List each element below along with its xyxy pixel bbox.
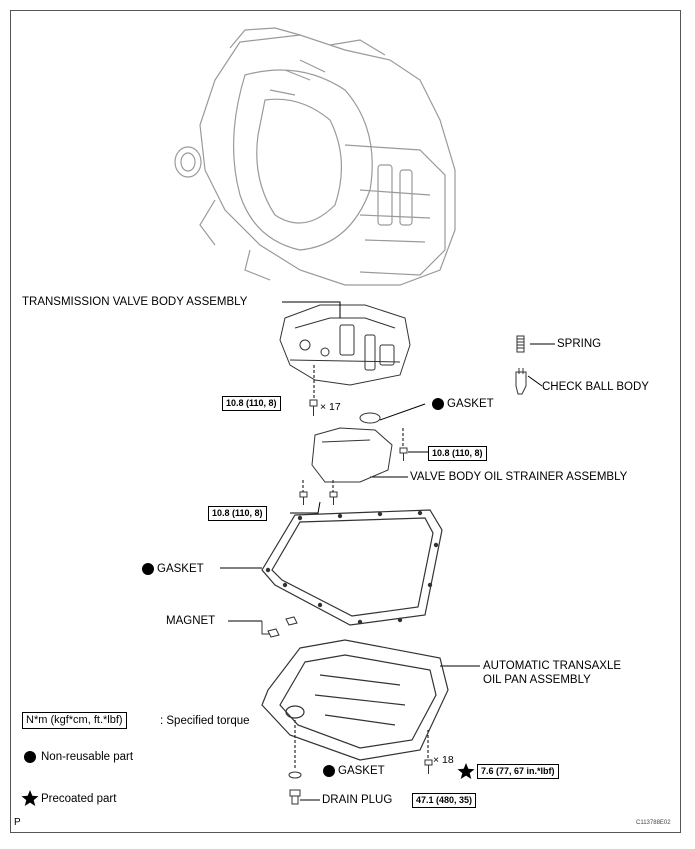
legend-torque-desc: : Specified torque	[160, 715, 250, 727]
label-valve-body: TRANSMISSION VALVE BODY ASSEMBLY	[22, 296, 248, 308]
legend-dot-icon	[24, 751, 36, 763]
qty-pan-bolts: × 18	[433, 754, 454, 766]
torque-strainer-bolt-right: 10.8 (110, 8)	[428, 446, 487, 461]
corner-letter: P	[14, 817, 21, 828]
oil-pan-shape	[261, 639, 449, 761]
torque-drain-plug: 47.1 (480, 35)	[412, 793, 477, 808]
label-check-ball: CHECK BALL BODY	[542, 381, 649, 393]
transaxle-housing	[174, 27, 456, 286]
precoat-stars	[21, 763, 475, 806]
leader-lines	[220, 301, 555, 801]
label-gasket-drain: GASKET	[338, 765, 385, 777]
legend-non-reusable: Non-reusable part	[41, 751, 134, 763]
label-drain-plug: DRAIN PLUG	[322, 794, 393, 806]
legend-torque-unit: N*m (kgf*cm, ft.*lbf)	[22, 712, 127, 729]
magnet-shapes	[261, 616, 298, 638]
non-reusable-dot-gasket-upper	[432, 398, 444, 410]
label-magnet: MAGNET	[166, 615, 216, 627]
valve-body-bolt	[309, 399, 318, 416]
non-reusable-dot-gasket-drain	[323, 765, 335, 777]
label-strainer: VALVE BODY OIL STRAINER ASSEMBLY	[410, 471, 628, 483]
non-reusable-dot-gasket-pan	[142, 563, 154, 575]
label-oil-pan-line2: OIL PAN ASSEMBLY	[483, 674, 591, 686]
check-ball-icon	[515, 368, 527, 395]
dashed-guides	[294, 365, 429, 770]
qty-valve-body-bolts: × 17	[320, 401, 341, 413]
figure-code: C113788E02	[636, 820, 671, 826]
legend-star-icon	[21, 790, 39, 806]
gasket-o-ring	[359, 412, 381, 424]
drain-parts	[288, 759, 433, 805]
spring-icon	[516, 335, 525, 353]
label-gasket-pan: GASKET	[157, 563, 204, 575]
precoat-star-pan-bolt	[457, 763, 475, 779]
label-oil-pan-line1: AUTOMATIC TRANSAXLE	[483, 660, 622, 672]
pan-gasket-shape	[261, 509, 443, 626]
label-gasket-upper: GASKET	[447, 398, 494, 410]
torque-pan-bolt: 7.6 (77, 67 in.*lbf)	[477, 764, 559, 779]
non-reusable-markers	[24, 398, 444, 777]
oil-strainer-shape	[299, 427, 408, 505]
label-spring: SPRING	[557, 338, 602, 350]
valve-body-shape	[279, 304, 411, 386]
legend-precoated: Precoated part	[41, 793, 117, 805]
torque-valve-body-bolt: 10.8 (110, 8)	[222, 396, 281, 411]
diagram-frame	[10, 10, 681, 833]
torque-strainer-bolt-left: 10.8 (110, 8)	[208, 506, 267, 521]
